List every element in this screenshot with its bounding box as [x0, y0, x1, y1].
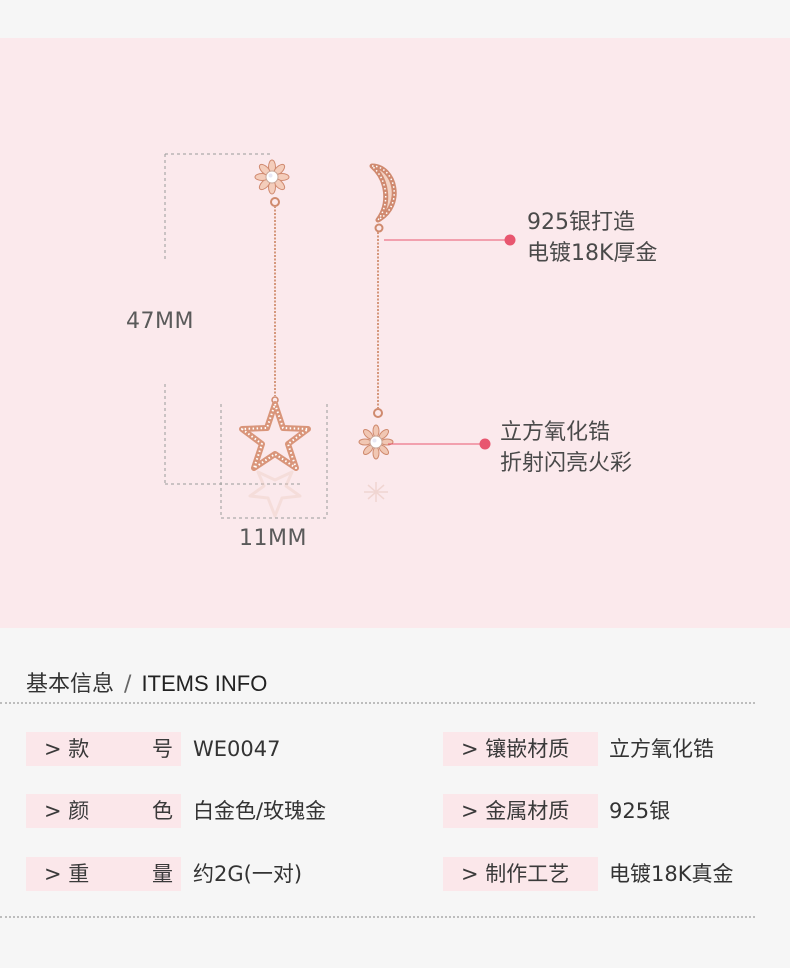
section-title-cn: 基本信息 [26, 672, 115, 697]
callout-stone-line2: 折射闪亮火彩 [500, 451, 633, 476]
label-weight: > 重 量 [26, 857, 181, 891]
left-earring-star [239, 159, 311, 518]
top-divider [0, 702, 755, 704]
product-hero [0, 38, 790, 628]
callout-stone-line1: 立方氧化锆 [500, 420, 611, 445]
value-inlay-material: 立方氧化锆 [609, 737, 714, 761]
label-metal-material: > 金属材质 [443, 794, 598, 828]
section-title-separator: / [124, 672, 132, 697]
value-metal-material: 925银 [609, 799, 671, 823]
section-title-en: ITEMS INFO [141, 671, 268, 696]
label-craft: > 制作工艺 [443, 857, 598, 891]
callout-lines [384, 234, 516, 450]
callout-stone: 立方氧化锆 折射闪亮火彩 [500, 417, 632, 479]
height-dimension-label: 47MM [126, 309, 194, 334]
label-inlay-material: > 镶嵌材质 [443, 732, 598, 766]
right-earring-moon [358, 163, 397, 502]
section-title: 基本信息 / ITEMS INFO [26, 666, 267, 698]
label-style-number: > 款 号 [26, 732, 181, 766]
value-style-number: WE0047 [193, 737, 281, 761]
callout-material: 925银打造 电镀18K厚金 [527, 207, 657, 269]
bottom-divider [0, 916, 755, 918]
callout-material-line1: 925银打造 [527, 210, 635, 235]
value-weight: 约2G(一对) [193, 862, 303, 886]
callout-material-line2: 电镀18K厚金 [527, 241, 658, 266]
earring-illustration [164, 153, 516, 519]
label-color: > 颜 色 [26, 794, 181, 828]
value-color: 白金色/玫瑰金 [193, 799, 327, 823]
width-dimension-label: 11MM [239, 526, 307, 551]
value-craft: 电镀18K真金 [609, 862, 734, 886]
